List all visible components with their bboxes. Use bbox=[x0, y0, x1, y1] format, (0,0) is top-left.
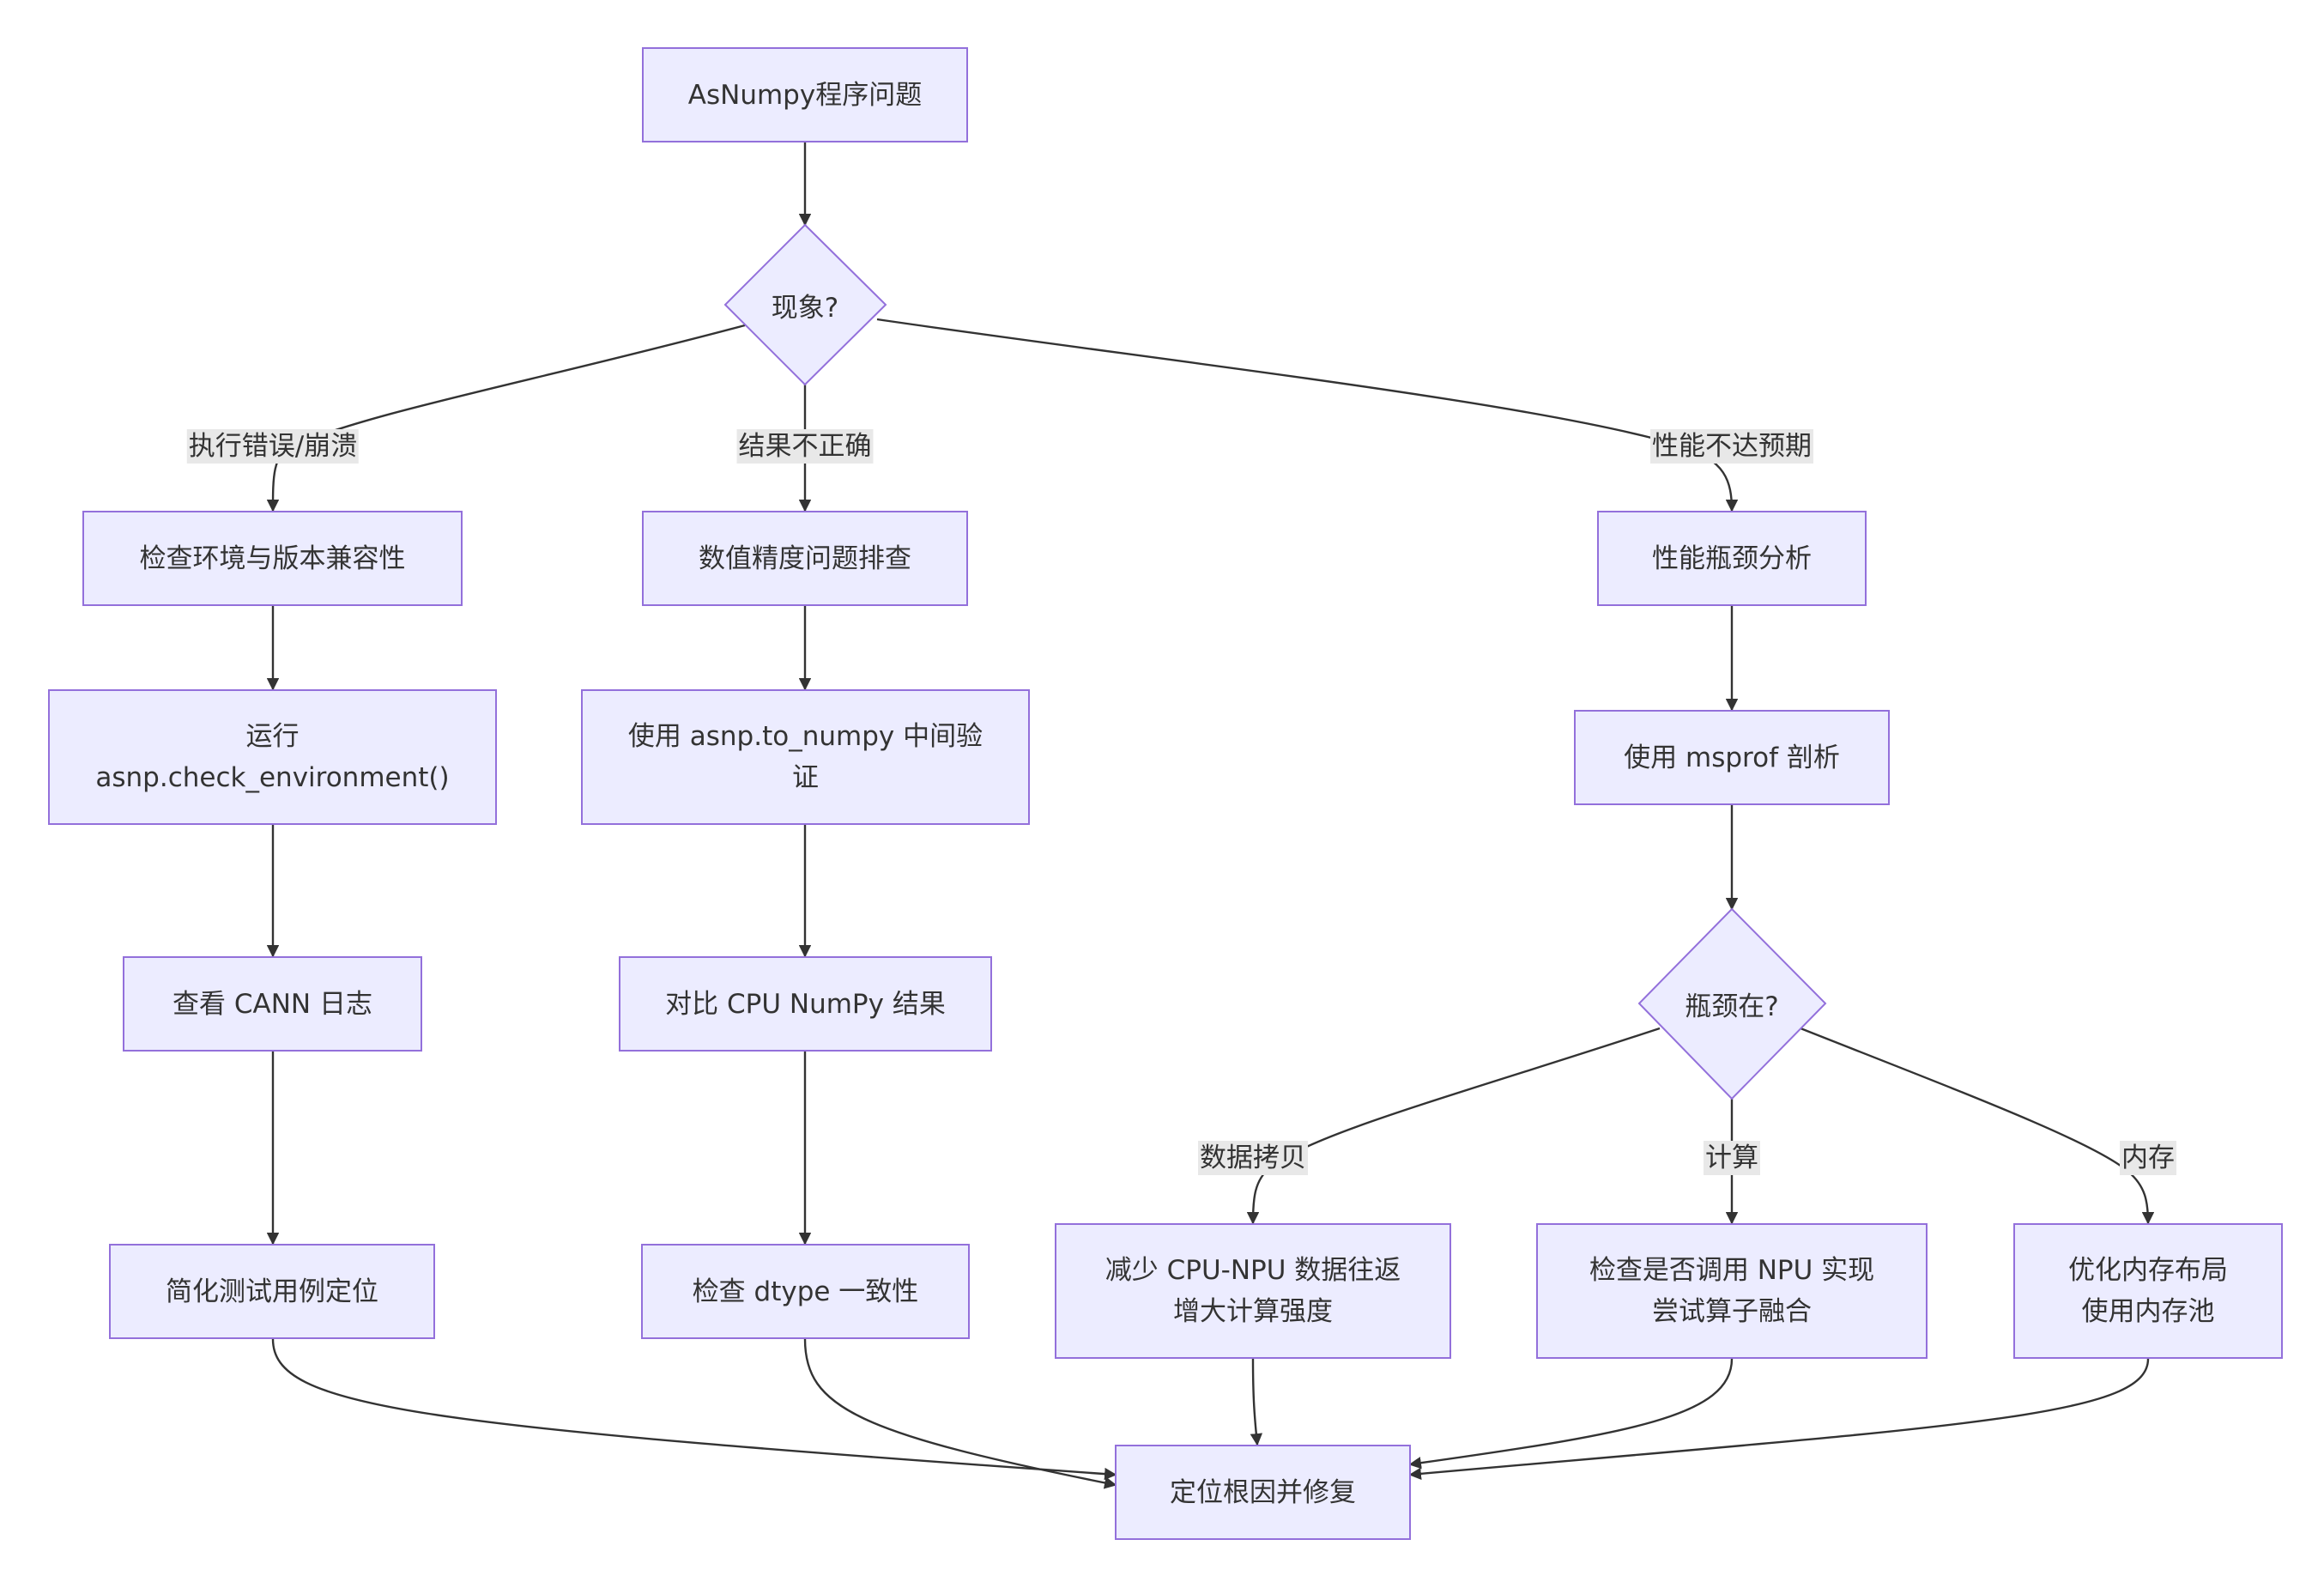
edge-simplify-fix bbox=[271, 1338, 1117, 1481]
bottleneck-label: 瓶颈在? bbox=[1685, 991, 1779, 1022]
perf-label: 性能瓶颈分析 bbox=[1652, 542, 1812, 574]
cann-log-label: 查看 CANN 日志 bbox=[172, 988, 372, 1020]
msprof-label: 使用 msprof 剖析 bbox=[1624, 742, 1840, 773]
fix-node: 定位根因并修复 bbox=[1115, 1445, 1411, 1540]
edge-npu-fix bbox=[1408, 1358, 1734, 1470]
symptom-label: 现象? bbox=[771, 292, 839, 324]
reduce-copy-node: 减少 CPU-NPU 数据往返 增大计算强度 bbox=[1055, 1223, 1451, 1359]
perf-node: 性能瓶颈分析 bbox=[1597, 511, 1867, 606]
to-numpy-label: 使用 asnp.to_numpy 中间验 证 bbox=[627, 721, 983, 793]
cpu-numpy-node: 对比 CPU NumPy 结果 bbox=[619, 956, 992, 1052]
dtype-label: 检查 dtype 一致性 bbox=[692, 1276, 919, 1307]
bottleneck-diamond bbox=[1637, 907, 1827, 1100]
env-check-label: 检查环境与版本兼容性 bbox=[139, 542, 406, 574]
simplify-node: 简化测试用例定位 bbox=[109, 1244, 435, 1339]
msprof-node: 使用 msprof 剖析 bbox=[1574, 710, 1890, 805]
env-check-node: 检查环境与版本兼容性 bbox=[82, 511, 463, 606]
edge-dtype-fix bbox=[803, 1338, 1117, 1489]
to-numpy-node: 使用 asnp.to_numpy 中间验 证 bbox=[581, 689, 1030, 825]
run-check-env-label: 运行 asnp.check_environment() bbox=[95, 721, 450, 793]
precision-node: 数值精度问题排查 bbox=[642, 511, 968, 606]
precision-label: 数值精度问题排查 bbox=[699, 542, 911, 574]
edge-memory-fix bbox=[1408, 1358, 2150, 1481]
edge-bottleneck-copy bbox=[1246, 1027, 1661, 1225]
fix-label: 定位根因并修复 bbox=[1170, 1476, 1356, 1508]
run-check-env-node: 运行 asnp.check_environment() bbox=[48, 689, 497, 825]
reduce-copy-label: 减少 CPU-NPU 数据往返 增大计算强度 bbox=[1105, 1255, 1401, 1327]
dtype-node: 检查 dtype 一致性 bbox=[641, 1244, 970, 1339]
cpu-numpy-label: 对比 CPU NumPy 结果 bbox=[665, 988, 946, 1020]
edge-label-compute: 计算 bbox=[1704, 1141, 1760, 1175]
edge-copy-fix bbox=[1250, 1358, 1263, 1446]
npu-impl-label: 检查是否调用 NPU 实现 尝试算子融合 bbox=[1589, 1255, 1875, 1327]
cann-log-node: 查看 CANN 日志 bbox=[123, 956, 422, 1052]
memory-opt-label: 优化内存布局 使用内存池 bbox=[2068, 1255, 2228, 1327]
symptom-diamond bbox=[723, 223, 887, 386]
edge-label-data-copy: 数据拷贝 bbox=[1198, 1141, 1308, 1175]
edge-label-slow: 性能不达预期 bbox=[1650, 429, 1813, 464]
memory-opt-node: 优化内存布局 使用内存池 bbox=[2013, 1223, 2283, 1359]
edge-symptom-env bbox=[266, 324, 746, 512]
start-label: AsNumpy程序问题 bbox=[687, 79, 923, 111]
edge-label-crash: 执行错误/崩溃 bbox=[186, 429, 360, 464]
edge-bottleneck-memory bbox=[1800, 1027, 2155, 1225]
edge-symptom-perf bbox=[876, 318, 1739, 512]
simplify-label: 简化测试用例定位 bbox=[166, 1276, 378, 1307]
edge-label-memory: 内存 bbox=[2120, 1141, 2176, 1175]
start-node: AsNumpy程序问题 bbox=[642, 47, 968, 142]
npu-impl-node: 检查是否调用 NPU 实现 尝试算子融合 bbox=[1536, 1223, 1928, 1359]
edge-label-wrong-result: 结果不正确 bbox=[736, 429, 874, 464]
